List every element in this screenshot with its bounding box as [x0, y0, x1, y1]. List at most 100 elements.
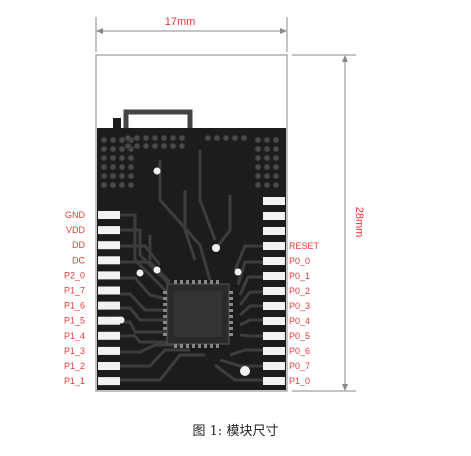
- via: [151, 134, 159, 142]
- via: [100, 136, 108, 144]
- height-label: 28mm: [353, 207, 365, 238]
- chip-pad: [180, 344, 183, 348]
- via: [118, 172, 126, 180]
- chip-pad: [204, 280, 207, 284]
- chip-pad: [229, 333, 233, 336]
- pin-label-p1_2: P1_2: [64, 361, 85, 371]
- via: [127, 172, 135, 180]
- chip-pad: [210, 280, 213, 284]
- via: [231, 134, 239, 142]
- chip-pad: [229, 297, 233, 300]
- via: [254, 136, 262, 144]
- via: [118, 163, 126, 171]
- via-markers: [117, 167, 250, 376]
- via: [272, 154, 280, 162]
- chip-pad: [163, 303, 167, 306]
- via: [127, 181, 135, 189]
- via: [272, 172, 280, 180]
- via: [109, 181, 117, 189]
- right-pin-labels: RESETP0_0P0_1P0_2P0_3P0_4P0_5P0_6P0_7P1_…: [289, 241, 320, 386]
- chip-pad: [216, 280, 219, 284]
- via: [100, 181, 108, 189]
- pin-label-dd: DD: [72, 240, 85, 250]
- via: [109, 154, 117, 162]
- via: [254, 172, 262, 180]
- pad-p0_5: [263, 332, 285, 340]
- pad-p0_1: [263, 272, 285, 280]
- via: [272, 181, 280, 189]
- qfn-chip: [163, 280, 233, 348]
- via: [100, 163, 108, 171]
- pin-label-gnd: GND: [65, 210, 86, 220]
- pad-p1_3: [98, 346, 120, 355]
- pad-unlabeled: [263, 212, 285, 220]
- chip-pad: [210, 344, 213, 348]
- pin-label-vdd: VDD: [66, 225, 86, 235]
- chip-pad: [163, 291, 167, 294]
- pad-p1_1: [98, 377, 120, 386]
- pad-p1_5: [98, 316, 120, 325]
- chip-pad: [163, 321, 167, 324]
- chip-pad: [163, 333, 167, 336]
- chip-pad: [174, 280, 177, 284]
- pad-p0_7: [263, 362, 285, 370]
- chip-pad: [163, 315, 167, 318]
- via: [263, 145, 271, 153]
- pin-label-p1_6: P1_6: [64, 301, 85, 311]
- via: [272, 145, 280, 153]
- via: [254, 163, 262, 171]
- figure-caption: 图 1: 模块尺寸: [192, 424, 279, 439]
- pin-label-p1_3: P1_3: [64, 346, 85, 356]
- pin-label-p1_5: P1_5: [64, 316, 85, 326]
- pad-p0_3: [263, 302, 285, 310]
- chip-pad: [192, 280, 195, 284]
- left-pads: [98, 211, 120, 386]
- pad-p1_2: [98, 362, 120, 370]
- via: [263, 163, 271, 171]
- chip-pad: [229, 291, 233, 294]
- via: [151, 142, 159, 150]
- pad-unlabeled: [263, 197, 285, 205]
- pad-p1_7: [98, 286, 120, 295]
- pad-p1_6: [98, 301, 120, 310]
- via: [100, 172, 108, 180]
- via: [100, 154, 108, 162]
- via: [160, 134, 168, 142]
- via: [178, 142, 186, 150]
- chip-pad: [163, 309, 167, 312]
- via: [124, 142, 132, 150]
- via: [118, 181, 126, 189]
- pin-label-p0_3: P0_3: [289, 301, 310, 311]
- via: [254, 154, 262, 162]
- via: [263, 172, 271, 180]
- via: [127, 154, 135, 162]
- via: [133, 142, 141, 150]
- width-label: 17mm: [165, 16, 196, 28]
- height-dimension: 28mm: [292, 54, 365, 392]
- via: [263, 136, 271, 144]
- width-dimension: 17mm: [95, 16, 288, 52]
- chip-pad: [186, 280, 189, 284]
- pin-label-p0_0: P0_0: [289, 256, 310, 266]
- chip-pads: [163, 280, 233, 348]
- pin-label-p0_4: P0_4: [289, 316, 310, 326]
- pin-label-p1_1: P1_1: [64, 376, 85, 386]
- chip-pad: [163, 327, 167, 330]
- via: [124, 134, 132, 142]
- chip-pad: [216, 344, 219, 348]
- pin-label-p0_6: P0_6: [289, 346, 310, 356]
- via: [272, 163, 280, 171]
- chip-pad: [174, 344, 177, 348]
- via: [100, 145, 108, 153]
- pad-p1_0: [263, 377, 285, 385]
- chip-pad: [198, 280, 201, 284]
- via: [109, 163, 117, 171]
- pin-label-p2_0: P2_0: [64, 270, 85, 280]
- chip-pad: [192, 344, 195, 348]
- chip-pad: [229, 315, 233, 318]
- chip-pad: [163, 297, 167, 300]
- via: [254, 181, 262, 189]
- via: [133, 134, 141, 142]
- via: [222, 134, 230, 142]
